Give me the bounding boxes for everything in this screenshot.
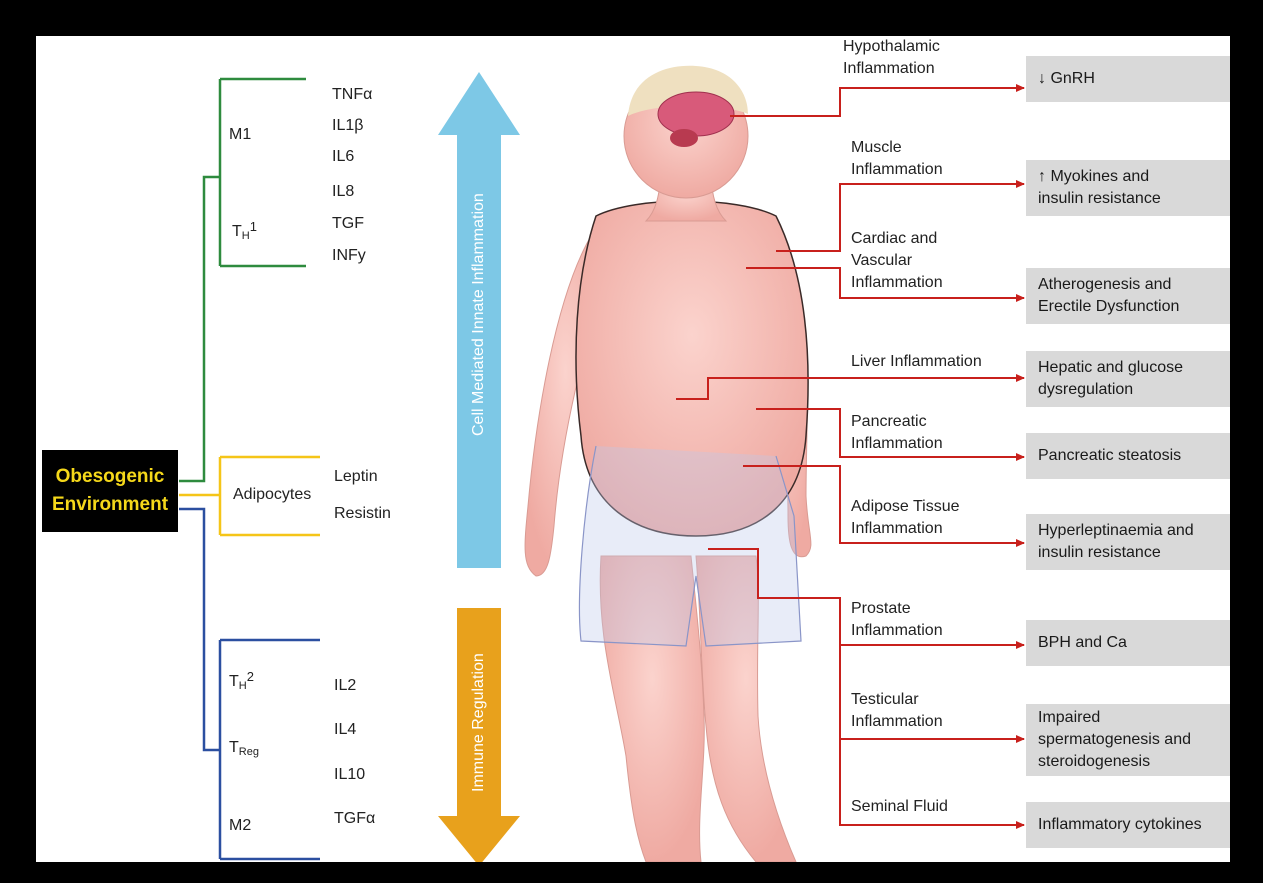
m1-label: M1 [229,124,251,146]
cytokine-il4: IL4 [334,719,356,741]
cytokine-il6: IL6 [332,146,354,168]
cytokine-il10: IL10 [334,764,365,786]
th2-label: TH2 [229,666,254,697]
adipokine-resistin: Resistin [334,503,391,525]
outcome-inflammatory-cytokines: Inflammatory cytokines [1026,802,1230,848]
obesogenic-environment-box: Obesogenic Environment [42,450,178,532]
cytokine-il8: IL8 [332,181,354,203]
immune-regulation-label: Immune Regulation [470,662,488,792]
body-illustration [525,66,811,862]
cytokine-tgf: TGF [332,213,364,235]
cytokine-infy: INFy [332,245,366,267]
organ-liver: Liver Inflammation [851,351,982,373]
outcome-gnrh: ↓ GnRH [1026,56,1230,102]
adipocytes-label: Adipocytes [233,484,311,506]
environment-line-2: Environment [52,491,168,519]
th1-label: TH1 [232,216,257,247]
outcome-pancreatic-steatosis: Pancreatic steatosis [1026,433,1230,479]
outcome-bph: BPH and Ca [1026,620,1230,666]
cytokine-il2: IL2 [334,675,356,697]
cytokine-tnfa: TNFα [332,84,372,106]
cytokine-tgfa: TGFα [334,808,375,830]
diagram-canvas: Cell Mediated Innate Inflammation Immune… [36,36,1230,862]
environment-line-1: Obesogenic [56,463,165,491]
adipokine-leptin: Leptin [334,466,378,488]
cytokine-il1b: IL1β [332,115,363,137]
treg-label: TReg [229,737,259,763]
innate-inflammation-label: Cell Mediated Innate Inflammation [470,206,488,436]
organ-seminal-fluid: Seminal Fluid [851,796,948,818]
m2-label: M2 [229,815,251,837]
